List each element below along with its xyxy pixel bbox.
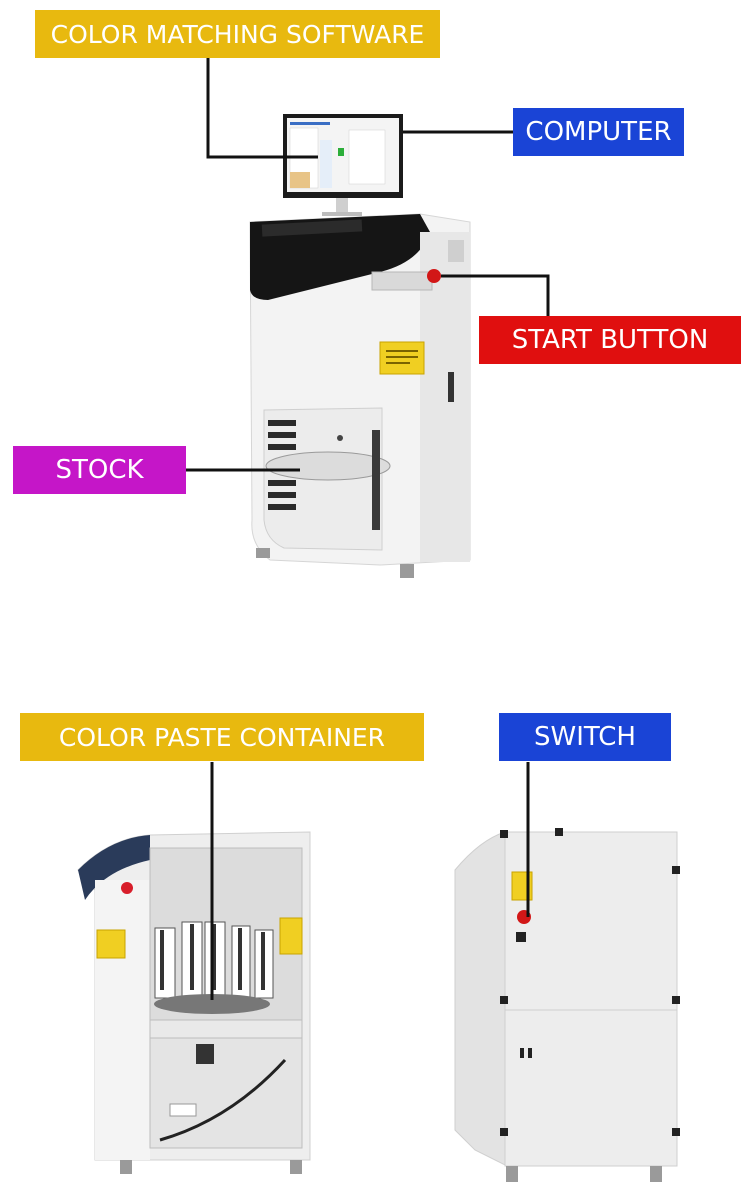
color-paste-container-label: COLOR PASTE CONTAINER xyxy=(20,713,424,761)
computer-label: COMPUTER xyxy=(513,108,684,156)
software-callout-line xyxy=(206,56,318,159)
color-paste-cabinet-icon xyxy=(77,831,311,1174)
stock-label: STOCK xyxy=(13,446,186,494)
computer-monitor-icon xyxy=(283,114,403,216)
color-matching-software-label: COLOR MATCHING SOFTWARE xyxy=(35,10,440,58)
cabinet-body-icon xyxy=(249,213,471,578)
callout-lines xyxy=(185,56,550,1000)
start-button-label: START BUTTON xyxy=(479,316,741,364)
start-button-callout-line xyxy=(441,274,550,318)
switch-label: SWITCH xyxy=(499,713,671,761)
switch-cabinet-icon xyxy=(454,828,680,1182)
